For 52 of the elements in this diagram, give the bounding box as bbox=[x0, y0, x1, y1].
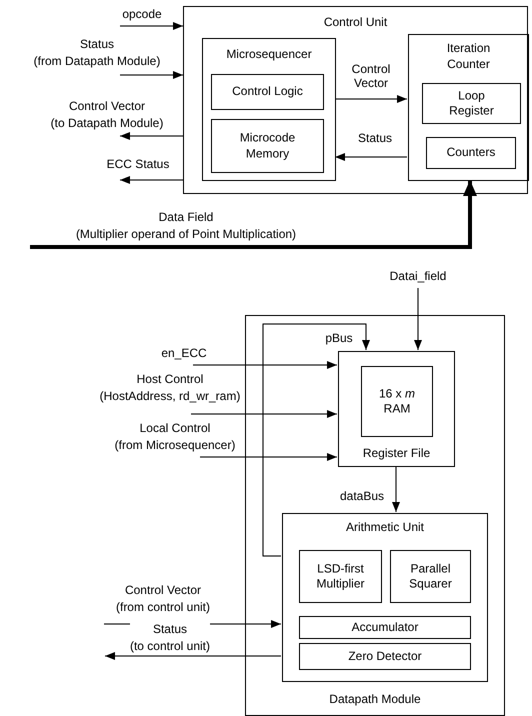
ram-box bbox=[361, 366, 433, 437]
block-title: Register File bbox=[362, 446, 432, 462]
arithmetic-unit-block bbox=[282, 513, 488, 682]
edge-label: Datai_field bbox=[390, 268, 446, 285]
signal-arrow bbox=[190, 410, 338, 418]
signal-arrow bbox=[334, 95, 408, 103]
control-logic-box bbox=[211, 74, 324, 110]
squarer-box bbox=[390, 550, 471, 603]
block-title: Microcode Memory bbox=[238, 130, 296, 162]
block-title: Datapath Module bbox=[328, 692, 422, 708]
edge-label: Data Field (Multiplier operand of Point Multiplication) bbox=[76, 209, 296, 243]
block-title: Control Logic bbox=[231, 84, 304, 100]
iteration-counter-block bbox=[408, 34, 529, 181]
block-title: 16 x m RAM bbox=[378, 386, 416, 418]
signal-arrow bbox=[334, 153, 408, 161]
microsequencer-block bbox=[202, 38, 336, 181]
signal-arrow bbox=[120, 132, 184, 140]
signal-arrow bbox=[200, 453, 338, 461]
block-title: Microsequencer bbox=[225, 47, 313, 63]
signal-arrow bbox=[414, 288, 422, 350]
block-title: Zero Detector bbox=[347, 648, 423, 664]
block-title: LSD-first Multiplier bbox=[315, 560, 366, 592]
signal-arrow bbox=[192, 361, 338, 369]
signal-arrow bbox=[104, 652, 282, 660]
counters-box bbox=[426, 137, 516, 169]
edge-label: Status (to control unit) bbox=[130, 621, 210, 655]
edge-label: Host Control (HostAddress, rd_wr_ram) bbox=[100, 371, 240, 405]
block-title: Loop Register bbox=[448, 88, 495, 120]
edge-label: Control Vector (to Datapath Module) bbox=[50, 98, 164, 132]
edge-label: Control Vector (from control unit) bbox=[116, 582, 210, 616]
signal-arrow bbox=[120, 176, 184, 184]
control-unit-block bbox=[183, 6, 528, 194]
block-title: Iteration Counter bbox=[446, 41, 492, 72]
microcode-memory-box bbox=[211, 119, 324, 173]
multiplier-box bbox=[299, 550, 382, 603]
block-title: Control Unit bbox=[322, 15, 388, 31]
register-file-box bbox=[338, 351, 455, 467]
signal-arrow bbox=[120, 22, 184, 30]
block-title: Counters bbox=[446, 145, 496, 161]
loop-register-box bbox=[422, 83, 521, 124]
edge-label: opcode bbox=[122, 6, 162, 23]
block-title: Accumulator bbox=[350, 620, 420, 636]
block-title: Arithmetic Unit bbox=[344, 520, 426, 536]
block-title: Parallel Squarer bbox=[408, 560, 453, 592]
signal-arrow bbox=[262, 324, 370, 556]
data-bus-arrow bbox=[30, 180, 477, 249]
zero-detector-box bbox=[299, 643, 471, 670]
signal-arrow bbox=[392, 466, 400, 512]
datapath-module-block bbox=[245, 315, 505, 716]
edge-label: Local Control (from Microsequencer) bbox=[114, 420, 236, 454]
accumulator-box bbox=[299, 616, 471, 639]
signal-arrow bbox=[120, 71, 184, 79]
